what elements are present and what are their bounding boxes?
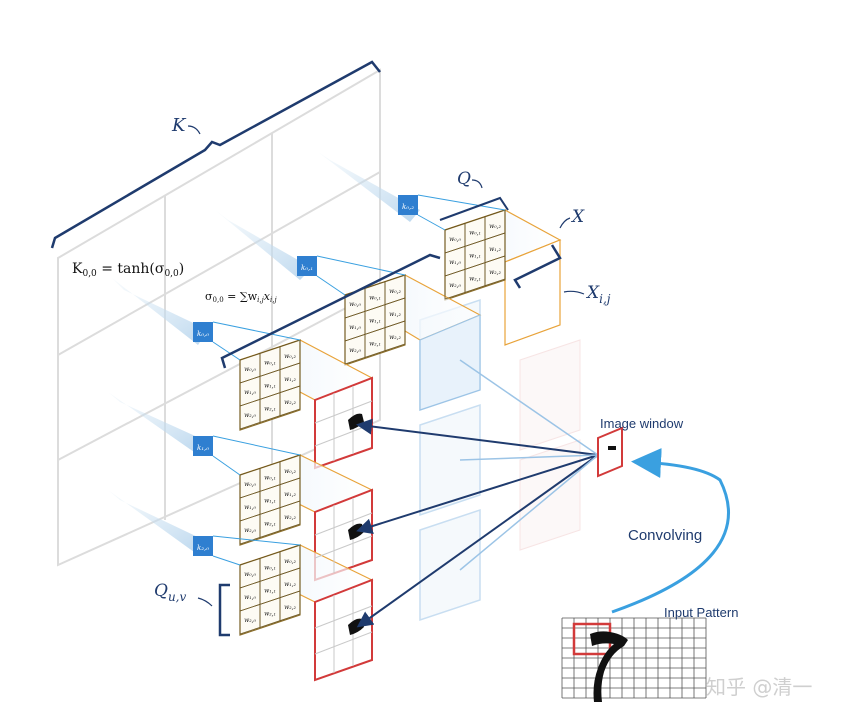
filter-box-10: [238, 454, 374, 582]
weight-label: w₁,₀: [244, 389, 256, 396]
weight-label: w₁,₂: [284, 376, 296, 383]
label-convolving: Convolving: [628, 527, 702, 544]
kernel-label-k01: k₀,₁: [301, 264, 313, 272]
weight-label: w₁,₂: [489, 246, 501, 253]
kernel-k20: [193, 536, 213, 556]
weight-cell: [484, 255, 506, 287]
input-pattern: [561, 617, 707, 702]
weight-cell: [279, 500, 301, 532]
weight-label: w₂,₁: [264, 520, 276, 527]
weight-label: w₀,₂: [389, 288, 401, 295]
weight-label: w₀,₂: [489, 223, 501, 230]
weight-label: w₀,₁: [264, 474, 276, 481]
kernel-markers: k₀,₂ k₀,₁ k₀,₀ k₁,₀ k₂,₀: [193, 195, 418, 556]
weight-label: w₀,₁: [369, 294, 381, 301]
weight-label: w₀,₀: [449, 236, 461, 243]
weight-label: w₁,₁: [264, 587, 276, 594]
kernel-label-k00: k₀,₀: [197, 330, 209, 338]
weight-label: w₂,₂: [284, 514, 296, 521]
kernel-label-k10: k₁,₀: [197, 444, 209, 452]
weight-label: w₀,₀: [244, 571, 256, 578]
weight-label: w₂,₂: [284, 604, 296, 611]
kernel-k01: [297, 256, 317, 276]
weight-label: w₁,₂: [284, 581, 296, 588]
weight-label: w₀,₁: [264, 564, 276, 571]
feature-map-grid: [57, 68, 381, 567]
watermark: 知乎 @清一: [706, 675, 812, 699]
weight-label: w₁,₀: [244, 594, 256, 601]
label-K: K: [171, 115, 187, 136]
weight-cell: [279, 385, 301, 417]
weight-label: w₂,₀: [244, 527, 256, 534]
weight-label: w₂,₁: [369, 340, 381, 347]
weight-label: w₂,₀: [449, 282, 461, 289]
weight-label: w₀,₀: [244, 481, 256, 488]
kernel-k00: [193, 322, 213, 342]
weight-label: w₁,₁: [469, 252, 481, 259]
kernel-projection-lines: [212, 194, 506, 566]
weight-label: w₀,₂: [284, 558, 296, 565]
weight-label: w₂,₁: [264, 610, 276, 617]
filter-box-00: [238, 339, 374, 470]
weight-label: w₂,₂: [389, 334, 401, 341]
beams: [108, 152, 420, 552]
weight-label: w₁,₁: [264, 382, 276, 389]
label-K-hook: [187, 125, 201, 135]
label-X-hook: [559, 217, 571, 229]
q-brace: [439, 196, 509, 221]
label-K00: K0,0 = tanh(σ0,0): [72, 261, 184, 279]
label-image-window: Image window: [600, 416, 684, 431]
label-Quv: Qu,v: [154, 581, 186, 604]
kernel-k02: [398, 195, 418, 215]
kernel-k10: [193, 436, 213, 456]
weight-label: w₀,₂: [284, 353, 296, 360]
weight-label: w₁,₂: [389, 311, 401, 318]
weight-label: w₀,₀: [244, 366, 256, 373]
weight-cell: [384, 320, 406, 352]
label-Q: Q: [457, 169, 471, 189]
image-window: [597, 426, 623, 478]
label-sigma: σ0,0 = ∑wi,jxi,j: [205, 290, 277, 304]
weight-label: w₂,₁: [469, 275, 481, 282]
kernel-label-k20: k₂,₀: [197, 544, 209, 552]
filter-box-01: [343, 274, 482, 411]
weight-label: w₂,₁: [264, 405, 276, 412]
weight-label: w₁,₁: [369, 317, 381, 324]
weight-label: w₁,₁: [264, 497, 276, 504]
weight-label: w₀,₁: [264, 359, 276, 366]
weight-label: w₂,₀: [349, 347, 361, 354]
weight-label: w₂,₀: [244, 617, 256, 624]
weight-label: w₀,₀: [349, 301, 361, 308]
x-brace: [513, 244, 562, 289]
k-brace: [50, 60, 381, 249]
label-Xij-hook: [563, 290, 585, 295]
label-Q-hook: [471, 179, 483, 189]
filter-box-02: [443, 209, 562, 346]
label-Quv-hook: [197, 597, 213, 607]
label-Xij: Xi,j: [585, 283, 611, 306]
weight-label: w₂,₀: [244, 412, 256, 419]
weight-label: w₁,₀: [349, 324, 361, 331]
weight-label: w₁,₀: [449, 259, 461, 266]
label-input-pattern: Input Pattern: [664, 605, 738, 620]
filter-box-20: [238, 544, 374, 682]
convolving-arrow: [611, 448, 730, 614]
weight-label: w₂,₂: [284, 399, 296, 406]
sigma-brace: [220, 253, 441, 369]
weight-label: w₂,₂: [489, 269, 501, 276]
kernel-label-k02: k₀,₂: [402, 203, 414, 211]
weight-label: w₀,₁: [469, 229, 481, 236]
weight-label: w₀,₂: [284, 468, 296, 475]
projection-arrows: [356, 359, 599, 628]
weight-cell: [279, 590, 301, 622]
label-X: X: [570, 207, 585, 227]
weight-label: w₁,₀: [244, 504, 256, 511]
weight-grids: w₀,₀ w₀,₁ w₀,₂ w₁,₀ w₁,₁ w₁,₂ w₂,₀ w₂,₁ w₂,₂ w₀,₀…: [239, 209, 506, 635]
weight-label: w₁,₂: [284, 491, 296, 498]
quv-brace: [218, 583, 230, 637]
